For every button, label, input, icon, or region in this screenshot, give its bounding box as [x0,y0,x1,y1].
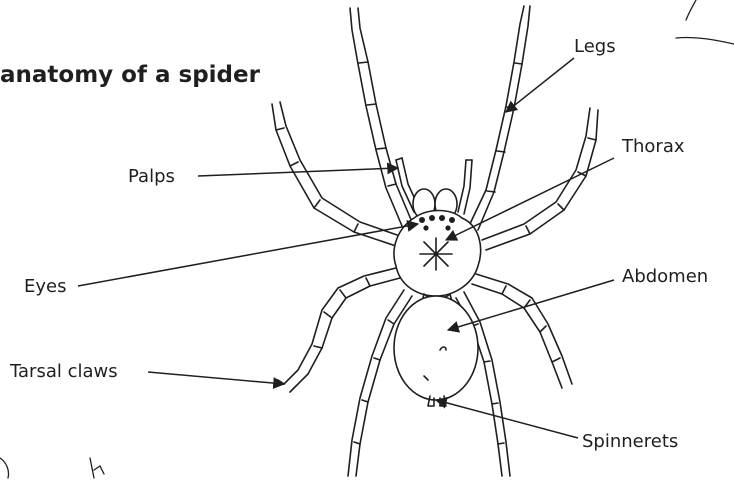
label-tarsal-claws: Tarsal claws [10,361,118,382]
label-eyes: Eyes [24,276,66,297]
leader-palps [198,168,398,176]
label-leaders [78,58,614,438]
label-abdomen: Abdomen [622,266,708,287]
label-legs: Legs [574,36,616,57]
leg-right-third [472,274,572,388]
leader-abdomen [448,280,614,330]
abdomen-shape [394,296,478,400]
diagram-title: anatomy of a spider [0,62,260,88]
leg-right-front [468,6,530,230]
label-palps: Palps [128,166,175,187]
label-spinnerets: Spinnerets [582,431,678,452]
leader-eyes [78,224,418,286]
leg-right-second [482,108,598,250]
leader-legs [506,58,574,112]
label-thorax: Thorax [622,136,685,157]
leader-spinnerets [436,400,578,438]
leader-tarsal-claws [148,372,284,384]
leg-left-front [350,8,412,226]
thorax-grooves [420,238,452,270]
